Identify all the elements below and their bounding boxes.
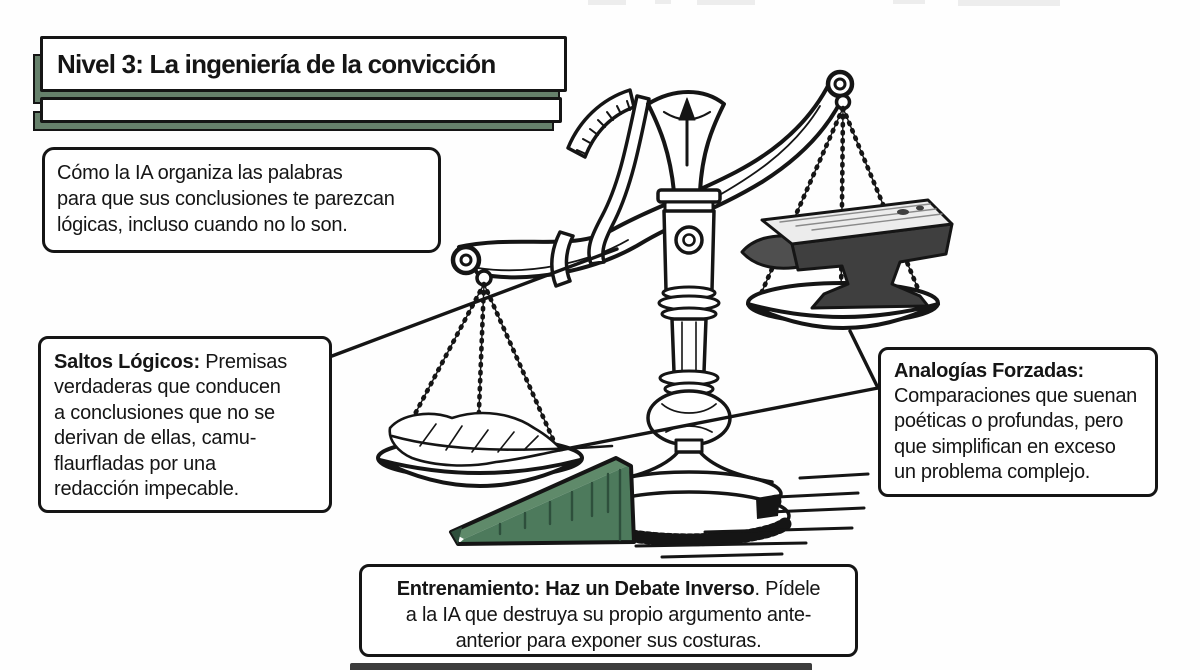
top-edge-smudge	[697, 0, 755, 5]
heavy-pan	[740, 198, 954, 330]
bottom-edge-bar	[350, 663, 812, 670]
top-edge-smudge	[893, 0, 925, 4]
top-edge-smudge	[588, 0, 626, 5]
leader-line-right-callout-to-feather	[558, 386, 880, 452]
analogias-forzadas-callout: Analogías Forzadas: Comparaciones que su…	[878, 347, 1158, 497]
green-wedge-icon	[449, 456, 636, 546]
entrenamiento-label: Entrenamiento: Haz un Debate Inverso	[396, 578, 755, 600]
light-pan	[376, 411, 614, 488]
leader-line-left-callout	[330, 247, 619, 358]
anvil-icon	[740, 198, 954, 310]
saltos-logicos-text: Premisas verdaderas que conducen a concl…	[54, 351, 288, 500]
analogias-forzadas-label: Analogías Forzadas:	[894, 360, 1084, 382]
saltos-logicos-label: Saltos Lógicos:	[54, 351, 200, 373]
ground-lines	[634, 472, 870, 559]
entrenamiento-text: . Pídele a la IA que destruya su propio …	[405, 578, 821, 652]
description-callout: Cómo la IA organiza las palabras para qu…	[42, 147, 441, 253]
top-edge-smudge	[655, 0, 671, 4]
leader-lines	[330, 247, 880, 452]
saltos-logicos-callout: Saltos Lógicos: Premisas verdaderas que …	[38, 336, 332, 513]
feather-icon	[388, 411, 614, 467]
scale-pillar	[586, 90, 792, 547]
subtitle-strip	[40, 97, 562, 123]
entrenamiento-callout: Entrenamiento: Haz un Debate Inverso. Pí…	[359, 564, 858, 657]
top-edge-smudge	[958, 0, 1060, 6]
page-title: Nivel 3: La ingeniería de la convicción	[40, 36, 567, 92]
page-title-text: Nivel 3: La ingeniería de la convicción	[57, 48, 496, 79]
leader-line-right-callout-to-pan	[848, 329, 880, 390]
analogias-forzadas-text: Comparaciones que suenan poéticas o prof…	[894, 385, 1137, 483]
